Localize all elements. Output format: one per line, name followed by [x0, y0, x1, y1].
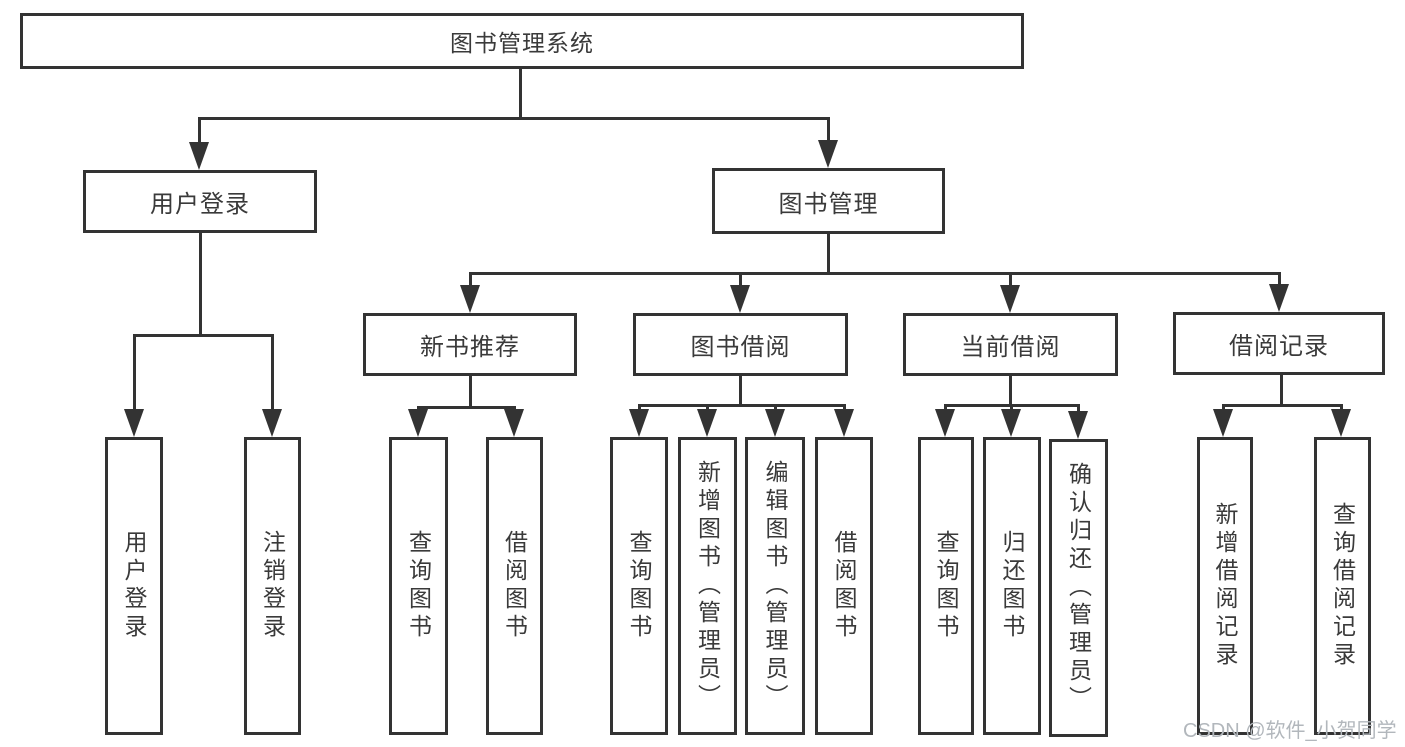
connector-line	[1280, 375, 1283, 407]
csdn-watermark: CSDN @软件_小贺同学	[1183, 720, 1397, 742]
node-book-management: 图书管理	[712, 168, 945, 234]
arrow-down-icon	[189, 142, 209, 170]
arrow-down-icon	[935, 409, 955, 437]
leaf-return-book-label: 归还图书	[999, 530, 1025, 642]
leaf-query-book-borrow-label: 查询图书	[626, 530, 652, 642]
connector-line	[133, 334, 136, 416]
leaf-query-book-current: 查询图书	[918, 437, 974, 735]
leaf-edit-book-admin: 编辑图书（管理员）	[745, 437, 805, 735]
arrow-down-icon	[765, 409, 785, 437]
leaf-query-book-current-label: 查询图书	[933, 530, 959, 642]
connector-line	[198, 117, 830, 120]
connector-line	[519, 69, 522, 119]
arrow-down-icon	[1000, 285, 1020, 313]
arrow-down-icon	[834, 409, 854, 437]
leaf-query-book-recommend-label: 查询图书	[405, 530, 432, 642]
arrow-down-icon	[629, 409, 649, 437]
leaf-logout-label: 注销登录	[259, 530, 286, 642]
leaf-add-borrow-record-label: 新增借阅记录	[1212, 502, 1238, 670]
leaf-query-borrow-record: 查询借阅记录	[1314, 437, 1371, 735]
connector-line	[469, 272, 472, 290]
connector-line	[739, 376, 742, 407]
connector-line	[198, 117, 201, 147]
connector-line	[469, 376, 472, 409]
connector-line	[638, 404, 846, 407]
node-borrowing-records: 借阅记录	[1173, 312, 1385, 375]
leaf-add-book-admin-label: 新增图书（管理员）	[694, 460, 721, 712]
leaf-edit-book-admin-label: 编辑图书（管理员）	[762, 460, 788, 712]
arrow-down-icon	[730, 285, 750, 313]
arrow-down-icon	[1001, 409, 1021, 437]
arrow-down-icon	[504, 409, 524, 437]
leaf-query-borrow-record-label: 查询借阅记录	[1329, 502, 1356, 670]
connector-line	[827, 117, 830, 145]
connector-line	[199, 233, 202, 337]
connector-line	[417, 406, 516, 409]
connector-line	[739, 272, 742, 290]
leaf-user-login: 用户登录	[105, 437, 163, 735]
leaf-confirm-return-admin-label: 确认归还（管理员）	[1065, 462, 1092, 714]
leaf-borrow-book-label: 借阅图书	[831, 530, 857, 642]
node-user-login: 用户登录	[83, 170, 317, 233]
node-book-borrowing: 图书借阅	[633, 313, 848, 376]
leaf-logout: 注销登录	[244, 437, 301, 735]
connector-line	[827, 234, 830, 274]
leaf-user-login-label: 用户登录	[121, 530, 147, 642]
leaf-add-borrow-record: 新增借阅记录	[1197, 437, 1253, 735]
arrow-down-icon	[1331, 409, 1351, 437]
node-current-borrowing: 当前借阅	[903, 313, 1118, 376]
arrow-down-icon	[124, 409, 144, 437]
arrow-down-icon	[697, 409, 717, 437]
connector-line	[1222, 404, 1342, 407]
leaf-add-book-admin: 新增图书（管理员）	[678, 437, 737, 735]
connector-line	[1009, 272, 1012, 290]
connector-line	[469, 272, 1281, 275]
arrow-down-icon	[1213, 409, 1233, 437]
leaf-borrow-book-recommend: 借阅图书	[486, 437, 543, 735]
arrow-down-icon	[408, 409, 428, 437]
connector-line	[1077, 404, 1080, 416]
leaf-borrow-book-recommend-label: 借阅图书	[501, 530, 528, 642]
connector-line	[133, 334, 274, 337]
leaf-query-book-borrow: 查询图书	[610, 437, 668, 735]
node-new-book-recommendation: 新书推荐	[363, 313, 577, 376]
node-library-system: 图书管理系统	[20, 13, 1024, 69]
connector-line	[1009, 376, 1012, 407]
arrow-down-icon	[1269, 284, 1289, 312]
leaf-borrow-book: 借阅图书	[815, 437, 873, 735]
connector-line	[1278, 272, 1281, 290]
leaf-confirm-return-admin: 确认归还（管理员）	[1049, 439, 1108, 737]
arrow-down-icon	[262, 409, 282, 437]
arrow-down-icon	[460, 285, 480, 313]
leaf-return-book: 归还图书	[983, 437, 1041, 735]
arrow-down-icon	[1068, 411, 1088, 439]
arrow-down-icon	[818, 140, 838, 168]
leaf-query-book-recommend: 查询图书	[389, 437, 448, 735]
connector-line	[271, 334, 274, 416]
